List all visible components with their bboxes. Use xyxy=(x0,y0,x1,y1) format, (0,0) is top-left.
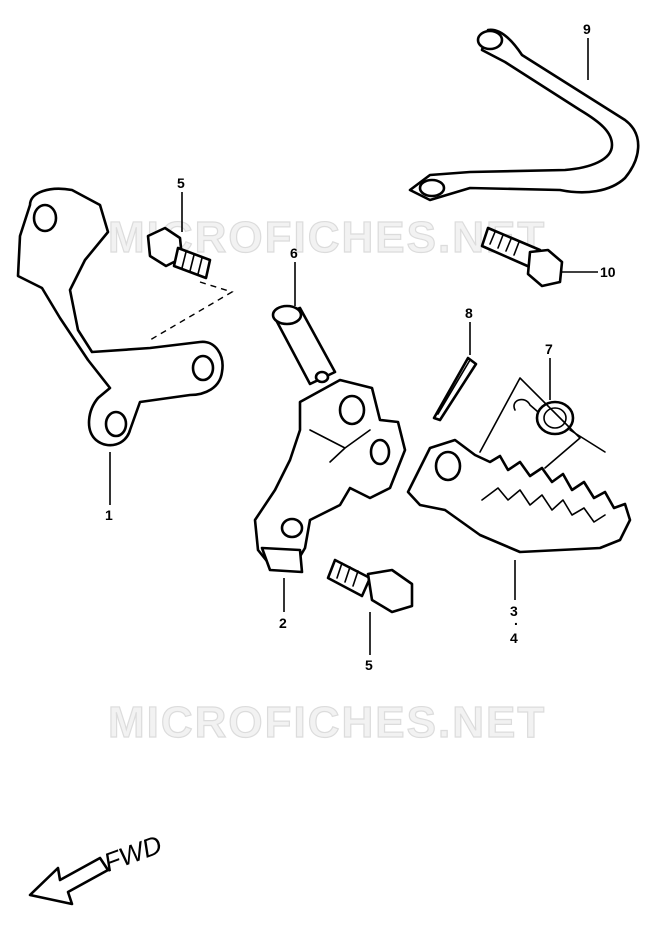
callout-8: 8 xyxy=(465,305,473,321)
callout-6: 6 xyxy=(290,245,298,261)
callout-10: 10 xyxy=(600,264,616,280)
callout-3-dot: . xyxy=(514,612,518,628)
cotter-pin-part xyxy=(432,356,478,422)
bolt-5-top-part xyxy=(146,226,212,280)
footrest-holder-part xyxy=(253,378,407,574)
callout-5-bottom: 5 xyxy=(365,657,373,673)
callout-4: 4 xyxy=(510,630,518,646)
forward-direction-indicator: FWD xyxy=(28,829,166,906)
spring-part xyxy=(479,377,606,469)
pin-part xyxy=(271,304,337,386)
forward-arrow-icon xyxy=(28,856,110,906)
handle-bar-part xyxy=(408,28,640,202)
bolt-5-bottom-part xyxy=(326,558,414,614)
footrest-peg-part xyxy=(406,438,632,554)
callout-5-top: 5 xyxy=(177,175,185,191)
watermark-bottom: MICROFICHES.NET xyxy=(108,698,546,747)
callout-3: 3 xyxy=(510,603,518,619)
fwd-label: FWD xyxy=(100,829,166,877)
alignment-line-bolt-5 xyxy=(149,281,234,341)
callout-2: 2 xyxy=(279,615,287,631)
bolt-10-part xyxy=(480,226,564,288)
callout-9: 9 xyxy=(583,21,591,37)
callout-7: 7 xyxy=(545,341,553,357)
callout-1: 1 xyxy=(105,507,113,523)
footrest-bracket-part xyxy=(16,187,224,447)
